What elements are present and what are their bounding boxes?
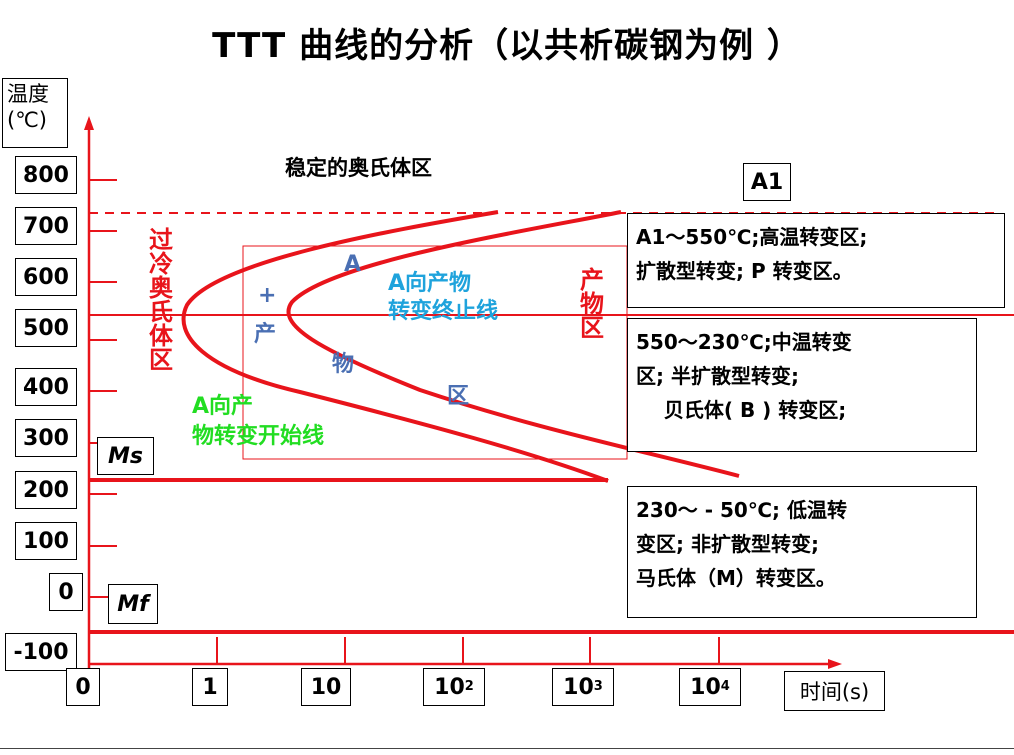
y-tick-label: 0 xyxy=(49,573,83,611)
y-ticks xyxy=(89,179,117,598)
x-axis-arrow xyxy=(828,659,842,669)
y-tick-label: 100 xyxy=(15,522,77,560)
y-tick-label: 500 xyxy=(15,309,77,347)
y-tick-label: 800 xyxy=(15,156,77,194)
note-mid-temp: 550～230℃;中温转变 区; 半扩散型转变; 贝氏体( B ) 转变区; xyxy=(627,318,977,452)
start-line-label: A向产 物转变开始线 xyxy=(192,394,325,449)
mixed-zone-qu: 区 xyxy=(447,384,470,409)
x-axis-label: 时间(s) xyxy=(784,671,885,711)
stable-austenite-label: 稳定的奥氏体区 xyxy=(285,156,432,180)
bottom-divider xyxy=(0,748,1014,749)
finish-line-label: A向产物 转变终止线 xyxy=(388,271,499,324)
mf-label: Mf xyxy=(108,584,158,624)
y-axis-label-box: 温度 (℃) xyxy=(2,78,68,148)
page-title: TTT 曲线的分析（以共析碳钢为例 ） xyxy=(212,26,802,66)
a1-label: A1 xyxy=(743,163,791,201)
mixed-zone-plus: + xyxy=(258,283,277,308)
y-tick-label: 700 xyxy=(15,207,77,245)
ms-label: Ms xyxy=(97,437,154,475)
y-tick-label: 600 xyxy=(15,258,77,296)
mixed-zone-chan: 产 xyxy=(254,322,277,347)
y-tick-label: 200 xyxy=(15,471,77,509)
product-zone-label: 产物区 xyxy=(580,266,604,342)
start-curve xyxy=(181,210,609,483)
note-high-temp: A1～550℃;高温转变区; 扩散型转变; P 转变区。 xyxy=(627,213,1005,308)
y-tick-label: 300 xyxy=(15,419,77,457)
y-axis-label-line2: (℃) xyxy=(7,108,47,132)
note-low-temp: 230～ - 50℃; 低温转 变区; 非扩散型转变; 马氏体（M）转变区。 xyxy=(627,486,977,618)
x-tick-label: 10 xyxy=(301,668,351,706)
x-tick-label: 0 xyxy=(66,668,100,706)
y-tick-label: -100 xyxy=(5,633,77,671)
x-ticks xyxy=(216,637,720,664)
y-axis-arrow xyxy=(84,116,94,130)
x-tick-label: 1 xyxy=(192,668,228,706)
y-tick-label: 400 xyxy=(15,368,77,406)
undercooled-austenite-label: 过冷奥氏体区 xyxy=(149,226,173,374)
mixed-zone-a: A xyxy=(344,252,362,277)
finish-curve xyxy=(286,210,740,478)
mixed-zone-wu: 物 xyxy=(332,352,355,377)
y-axis-label-line1: 温度 xyxy=(7,82,49,106)
